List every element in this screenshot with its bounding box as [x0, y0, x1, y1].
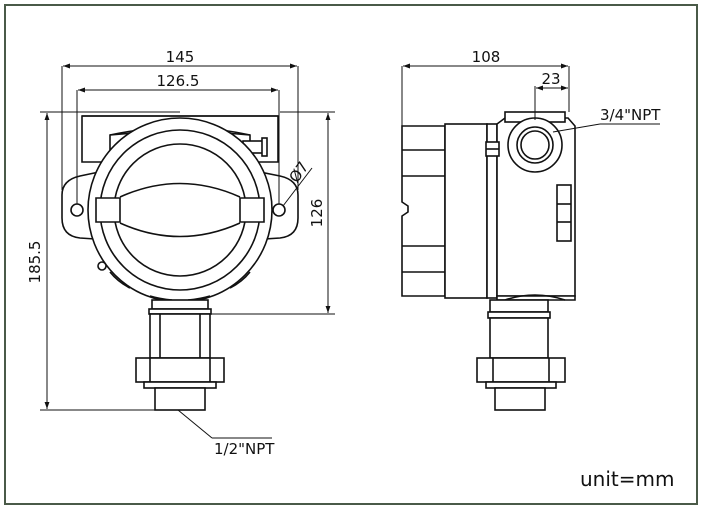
callout-sensor-thread: 1/2"NPT	[214, 440, 275, 458]
front-view	[61, 115, 299, 411]
dim-front-total-width: 145	[166, 48, 195, 66]
unit-label: unit=mm	[580, 467, 674, 491]
conduit-port-outer-icon	[507, 117, 563, 173]
dim-front-total-height: 185.5	[26, 241, 44, 284]
callout-conduit-thread: 3/4"NPT	[600, 106, 661, 124]
side-neck	[489, 317, 549, 359]
drawing-border	[4, 4, 698, 505]
front-neck	[149, 313, 211, 359]
dim-mount-hole-spacing: 126.5	[157, 72, 200, 90]
side-cover	[401, 125, 446, 297]
mount-hole-left-icon	[70, 203, 84, 217]
side-sensor-thread	[494, 387, 546, 411]
side-hex-nut	[476, 357, 566, 383]
side-dimensions	[401, 63, 660, 133]
dim-front-body-height: 126	[308, 199, 326, 228]
front-neck-collar	[151, 299, 209, 310]
dim-side-port-offset: 23	[541, 70, 560, 88]
side-neck-collar	[489, 299, 549, 313]
front-sensor-thread	[154, 387, 206, 411]
side-view	[401, 111, 576, 411]
front-dimensions	[40, 63, 335, 439]
dim-side-depth: 108	[472, 48, 501, 66]
